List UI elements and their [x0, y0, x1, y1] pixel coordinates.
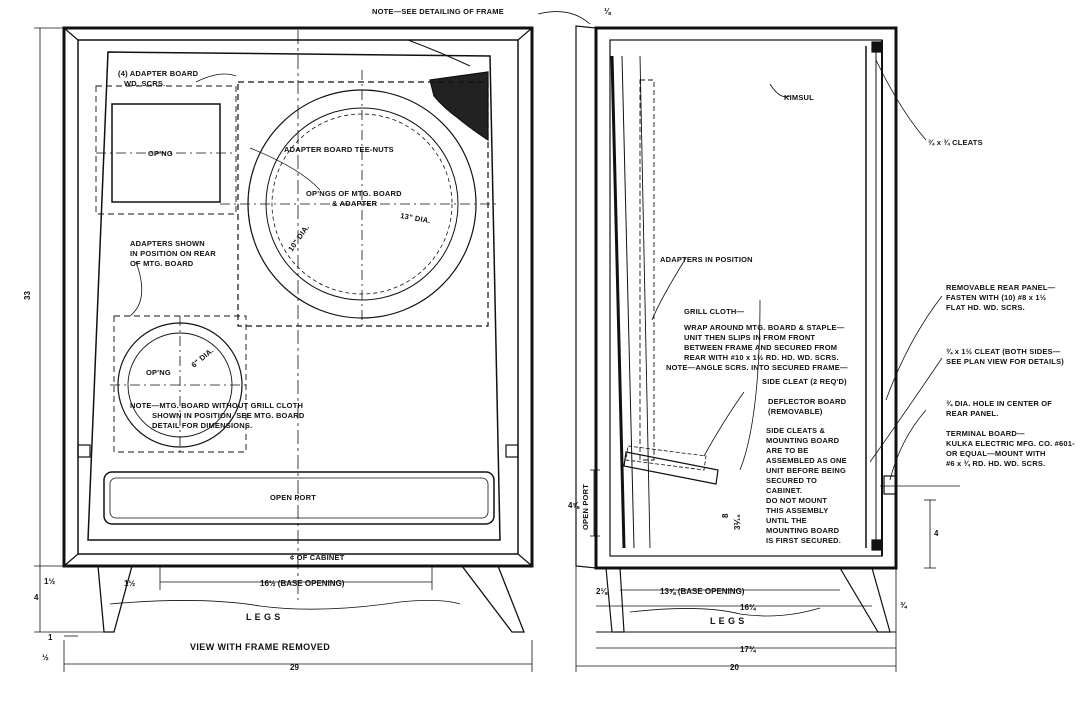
left-leg	[97, 565, 133, 633]
label-cleats: ¾ x ¾ CLEATS	[928, 138, 983, 147]
label-open-port: OPEN PORT	[270, 493, 316, 502]
dim-left-2: ½	[42, 653, 49, 662]
label-hole-2: REAR PANEL.	[946, 409, 998, 418]
label-cleat-both-1: ¾ x 1½ CLEAT (BOTH SIDES—	[946, 347, 1061, 356]
label-dia-10: 10" DIA.	[286, 223, 311, 253]
dim-base-opening: 16½ (BASE OPENING)	[260, 579, 345, 588]
dim-leg-left: 2⅛	[596, 587, 608, 596]
label-grill-cloth: GRILL CLOTH—	[684, 307, 744, 316]
label-dia-13: 13" DIA.	[400, 211, 432, 225]
label-wrap-3: BETWEEN FRAME AND SECURED FROM	[684, 343, 837, 352]
mounting-board	[87, 51, 501, 541]
dim-port-deflect: 8	[721, 513, 730, 518]
label-rear-panel-2: FASTEN WITH (10) #8 x 1½	[946, 293, 1046, 302]
dim-width-16: 16¾	[740, 603, 757, 612]
label-kimsul: KIMSUL	[784, 93, 814, 102]
dim-leg-side: 1½	[44, 577, 55, 586]
front-view	[34, 26, 534, 672]
label-assembly-11: MOUNTING BOARD	[766, 526, 840, 535]
label-assembly-1: SIDE CLEATS &	[766, 426, 826, 435]
side-left-leg	[605, 567, 625, 633]
label-deflector-2: (REMOVABLE)	[768, 407, 823, 416]
label-terminal-4: #6 x ¾ RD. HD. WD. SCRS.	[946, 459, 1045, 468]
label-assembly-8: DO NOT MOUNT	[766, 496, 827, 505]
label-rear-panel-1: REMOVABLE REAR PANEL—	[946, 283, 1056, 292]
label-terminal-1: TERMINAL BOARD—	[946, 429, 1025, 438]
label-assembly-5: UNIT BEFORE BEING	[766, 466, 846, 475]
label-assembly-7: CABINET.	[766, 486, 802, 495]
label-adapters-shown-3: OF MTG. BOARD	[130, 259, 194, 268]
dim-port-h: 4⅝	[568, 501, 580, 510]
dim-height: 33	[23, 291, 32, 300]
label-adapters-pos: ADAPTERS IN POSITION	[660, 255, 753, 264]
label-cleat-both-2: SEE PLAN VIEW FOR DETAILS)	[946, 357, 1064, 366]
grill-cloth-cutaway	[429, 71, 489, 142]
label-wrap-1: WRAP AROUND MTG. BOARD & STAPLE—	[684, 323, 845, 332]
label-assembly-2: MOUNTING BOARD	[766, 436, 840, 445]
label-adapter-board-2: WD. SCRS.	[124, 79, 165, 88]
front-caption: VIEW WITH FRAME REMOVED	[190, 642, 330, 652]
label-side-cleat: SIDE CLEAT (2 REQ'D)	[762, 377, 847, 386]
label-adapters-shown-2: IN POSITION ON REAR	[130, 249, 216, 258]
dim-leg-height: 4	[34, 593, 39, 602]
label-side-open-port: OPEN PORT	[581, 484, 590, 530]
label-tee-nuts: ADAPTER BOARD TEE-NUTS	[284, 145, 394, 154]
label-assembly-10: UNTIL THE	[766, 516, 807, 525]
dim-side-base-opening: 13⅝ (BASE OPENING)	[660, 587, 745, 596]
side-right-leg	[838, 567, 891, 633]
dim-inset-1: 1½	[124, 579, 135, 588]
label-opngs-mtg-2: & ADAPTER	[332, 199, 378, 208]
label-opng-small: OP'NG	[146, 368, 171, 377]
label-terminal-2: KULKA ELECTRIC MFG. CO. #601-	[946, 439, 1075, 448]
dim-right-4: 4	[934, 529, 939, 538]
label-assembly-4: ASSEMBLED AS ONE	[766, 456, 847, 465]
label-opngs-mtg: OP'NGS OF MTG. BOARD	[306, 189, 402, 198]
label-dia-small: 6" DIA.	[190, 346, 216, 370]
label-side-legs: L E G S	[710, 616, 745, 626]
right-leg	[460, 565, 525, 633]
side-view	[537, 11, 960, 672]
label-rear-panel-3: FLAT HD. WD. SCRS.	[946, 303, 1025, 312]
dim-leg-right: ¾	[900, 601, 908, 610]
label-wrap-4: REAR WITH #10 x 1½ RD. HD. WD. SCRS.	[684, 353, 839, 362]
label-assembly-3: ARE TO BE	[766, 446, 809, 455]
label-assembly-12: IS FIRST SECURED.	[766, 536, 841, 545]
dim-port-deflect-2: 3⅟₁₆	[733, 514, 742, 530]
dim-width-20: 20	[730, 663, 739, 672]
dim-width: 29	[290, 663, 299, 672]
label-note-1: NOTE—MTG. BOARD WITHOUT GRILL CLOTH	[130, 401, 303, 410]
dim-left-1: 1	[48, 633, 53, 642]
dim-width-17: 17¾	[740, 645, 757, 654]
label-cabinet-center: ¢ OF CABINET	[290, 553, 345, 562]
label-assembly-9: THIS ASSEMBLY	[766, 506, 828, 515]
label-legs: L E G S	[246, 612, 281, 622]
label-adapter-board: (4) ADAPTER BOARD	[118, 69, 199, 78]
open-port	[103, 471, 495, 525]
label-note-2: SHOWN IN POSITION. SEE MTG. BOARD	[152, 411, 305, 420]
label-terminal-3: OR EQUAL—MOUNT WITH	[946, 449, 1046, 458]
label-wrap-2: UNIT THEN SLIPS IN FROM FRONT	[684, 333, 815, 342]
label-note-3: DETAIL FOR DIMENSIONS.	[152, 421, 252, 430]
deflector-board	[623, 451, 719, 485]
label-opng-rect: OP'NG	[148, 149, 173, 158]
dim-top-offset: ⅛	[604, 7, 612, 16]
label-assembly-6: SECURED TO	[766, 476, 817, 485]
label-angle-note: NOTE—ANGLE SCRS. INTO SECURED FRAME—	[666, 363, 848, 372]
label-hole-1: ¾ DIA. HOLE IN CENTER OF	[946, 399, 1052, 408]
label-deflector-1: DEFLECTOR BOARD	[768, 397, 847, 406]
label-adapters-shown-1: ADAPTERS SHOWN	[130, 239, 205, 248]
label-frame-note: NOTE—SEE DETAILING OF FRAME	[372, 7, 504, 16]
